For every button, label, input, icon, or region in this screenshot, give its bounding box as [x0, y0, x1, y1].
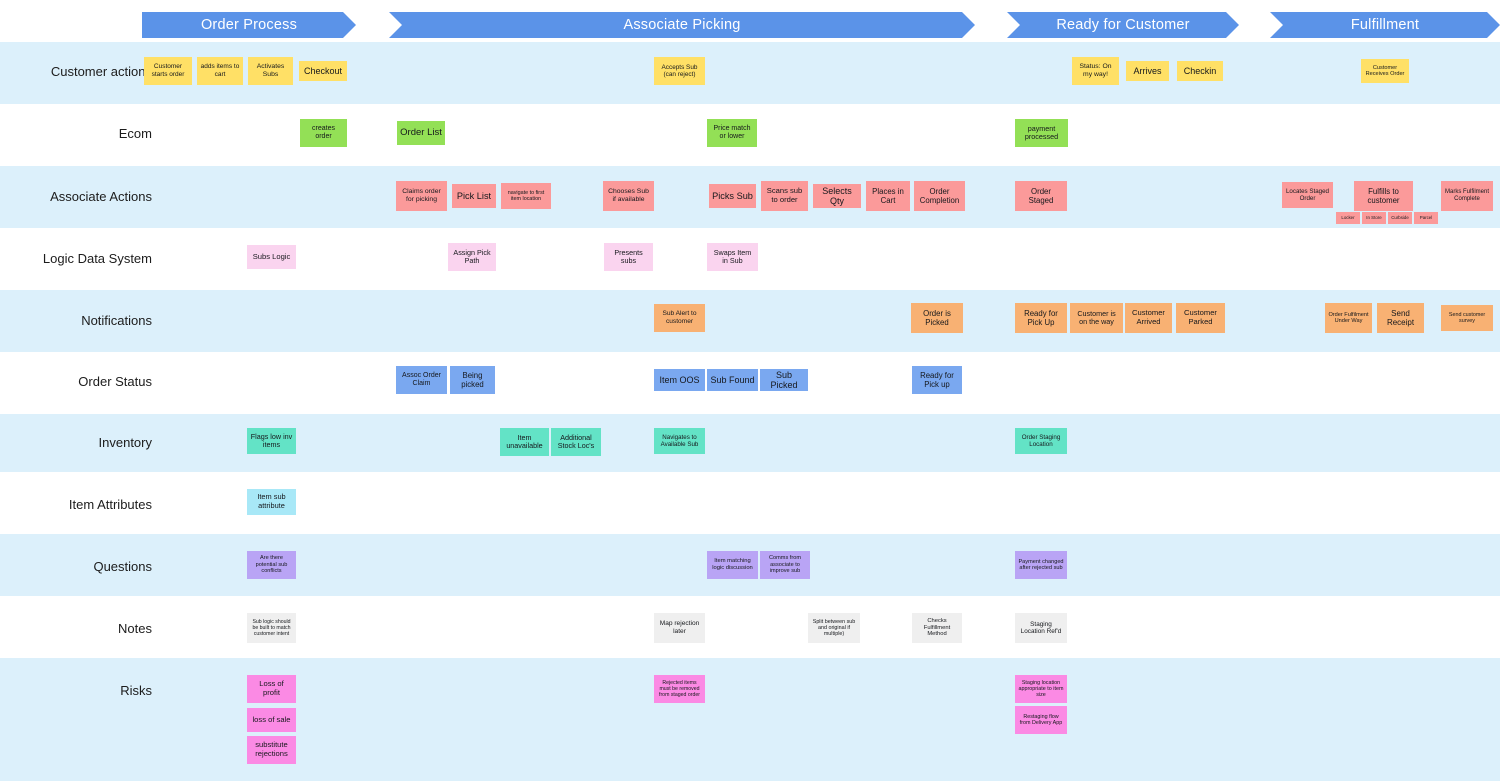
sticky-note[interactable]: Arrives: [1126, 61, 1169, 81]
swimlane-label: Order Status: [78, 374, 152, 389]
sticky-note[interactable]: Customer starts order: [144, 57, 192, 85]
sticky-note[interactable]: Sub Found: [707, 369, 758, 391]
sticky-note[interactable]: Ready for Pick Up: [1015, 303, 1067, 333]
sticky-note[interactable]: Send Receipt: [1377, 303, 1424, 333]
sticky-note[interactable]: Order Fulfilment Under Way: [1325, 303, 1372, 333]
sticky-note[interactable]: Claims order for picking: [396, 181, 447, 211]
phase-arrow[interactable]: Order Process: [142, 12, 356, 38]
sticky-note[interactable]: Order Staged: [1015, 181, 1067, 211]
sticky-note[interactable]: substitute rejections: [247, 736, 296, 764]
sticky-note[interactable]: Status: On my way!: [1072, 57, 1119, 85]
sticky-note[interactable]: Staging location appropriate to item siz…: [1015, 675, 1067, 703]
sticky-note[interactable]: Price match or lower: [707, 119, 757, 147]
sticky-note[interactable]: Subs Logic: [247, 245, 296, 269]
swimlane-label: Notifications: [81, 313, 152, 328]
sticky-note[interactable]: Item sub attribute: [247, 489, 296, 515]
sticky-note[interactable]: Picks Sub: [709, 184, 756, 208]
swimlane-label: Ecom: [118, 126, 152, 141]
sticky-note[interactable]: Pick List: [452, 184, 496, 208]
sticky-note[interactable]: loss of sale: [247, 708, 296, 732]
sticky-note[interactable]: Loss of profit: [247, 675, 296, 703]
sticky-note[interactable]: Item unavailable: [500, 428, 549, 456]
sticky-note[interactable]: Locates Staged Order: [1282, 182, 1333, 208]
sticky-note[interactable]: Order List: [397, 121, 445, 145]
swimlane-label: Notes: [118, 621, 152, 636]
sticky-note[interactable]: Activates Subs: [248, 57, 293, 85]
phase-header-row: Order Process Associate Picking Ready for …: [0, 0, 1500, 42]
sticky-note[interactable]: creates order: [300, 119, 347, 147]
sticky-note[interactable]: Sub Picked: [760, 369, 808, 391]
sticky-note[interactable]: Payment changed after rejected sub: [1015, 551, 1067, 579]
sticky-note[interactable]: Are there potential sub conflicts: [247, 551, 296, 579]
sticky-note[interactable]: Customer Receives Order: [1361, 59, 1409, 83]
swimlane-label: Item Attributes: [68, 497, 152, 512]
sticky-note[interactable]: Swaps Item in Sub: [707, 243, 758, 271]
swimlane-label: Inventory: [98, 435, 152, 450]
sticky-note[interactable]: Map rejection later: [654, 613, 705, 643]
swimlane-label: Customer actions: [50, 64, 152, 79]
swimlane-band-7: [0, 472, 1500, 534]
phase-arrow[interactable]: Fulfillment: [1270, 12, 1500, 38]
sticky-note[interactable]: Sub logic should be built to match custo…: [247, 613, 296, 643]
sticky-note[interactable]: navigate to first item location: [501, 183, 551, 209]
sticky-note[interactable]: Customer is on the way: [1070, 303, 1123, 333]
sticky-note[interactable]: Comms from associate to improve sub: [760, 551, 810, 579]
sticky-note[interactable]: Places in Cart: [866, 181, 910, 211]
sticky-note[interactable]: In Store: [1362, 212, 1386, 224]
sticky-note[interactable]: Locker: [1336, 212, 1360, 224]
sticky-note[interactable]: payment processed: [1015, 119, 1068, 147]
swimlane-label: Questions: [93, 559, 152, 574]
sticky-note[interactable]: Being picked: [450, 366, 495, 394]
swimlane-band-10: [0, 658, 1500, 781]
sticky-note[interactable]: Parcel: [1414, 212, 1438, 224]
sticky-note[interactable]: Selects Qty: [813, 184, 861, 208]
swimlane-band-6: [0, 414, 1500, 472]
sticky-note[interactable]: Ready for Pick up: [912, 366, 962, 394]
sticky-note[interactable]: Split between sub and original if multip…: [808, 613, 860, 643]
sticky-note[interactable]: Navigates to Available Sub: [654, 428, 705, 454]
sticky-note[interactable]: Assoc Order Claim: [396, 366, 447, 394]
sticky-note[interactable]: Checks Fulfillment Method: [912, 613, 962, 643]
sticky-note[interactable]: Staging Location Ref'd: [1015, 613, 1067, 643]
sticky-note[interactable]: Sub Alert to customer: [654, 304, 705, 332]
sticky-note[interactable]: Accepts Sub (can reject): [654, 57, 705, 85]
sticky-note[interactable]: Assign Pick Path: [448, 243, 496, 271]
sticky-note[interactable]: Presents subs: [604, 243, 653, 271]
swimlane-label: Logic Data System: [42, 251, 152, 266]
sticky-note[interactable]: Rejected items must be removed from stag…: [654, 675, 705, 703]
sticky-note[interactable]: Order Completion: [914, 181, 965, 211]
sticky-note[interactable]: adds items to cart: [197, 57, 243, 85]
sticky-note[interactable]: Checkout: [299, 61, 347, 81]
swimlane-band-9: [0, 596, 1500, 658]
phase-arrow[interactable]: Ready for Customer: [1007, 12, 1239, 38]
sticky-note[interactable]: Order is Picked: [911, 303, 963, 333]
swimlane-label: Risks: [120, 683, 152, 698]
sticky-note[interactable]: Restaging flow from Delivery App: [1015, 706, 1067, 734]
sticky-note[interactable]: Checkin: [1177, 61, 1223, 81]
swimlane-label: Associate Actions: [50, 189, 152, 204]
sticky-note[interactable]: Item matching logic discussion: [707, 551, 758, 579]
sticky-note[interactable]: Customer Parked: [1176, 303, 1225, 333]
sticky-note[interactable]: Curbside: [1388, 212, 1412, 224]
sticky-note[interactable]: Additional Stock Loc's: [551, 428, 601, 456]
sticky-note[interactable]: Marks Fulfilment Complete: [1441, 181, 1493, 211]
sticky-note[interactable]: Fulfills to customer: [1354, 181, 1413, 211]
sticky-note[interactable]: Scans sub to order: [761, 181, 808, 211]
sticky-note[interactable]: Chooses Sub if available: [603, 181, 654, 211]
sticky-note[interactable]: Customer Arrived: [1125, 303, 1172, 333]
sticky-note[interactable]: Item OOS: [654, 369, 705, 391]
sticky-note[interactable]: Order Staging Location: [1015, 428, 1067, 454]
sticky-note[interactable]: Send customer survey: [1441, 305, 1493, 331]
swimlane-band-4: [0, 290, 1500, 352]
phase-arrow[interactable]: Associate Picking: [389, 12, 975, 38]
sticky-note[interactable]: Flags low inv items: [247, 428, 296, 454]
